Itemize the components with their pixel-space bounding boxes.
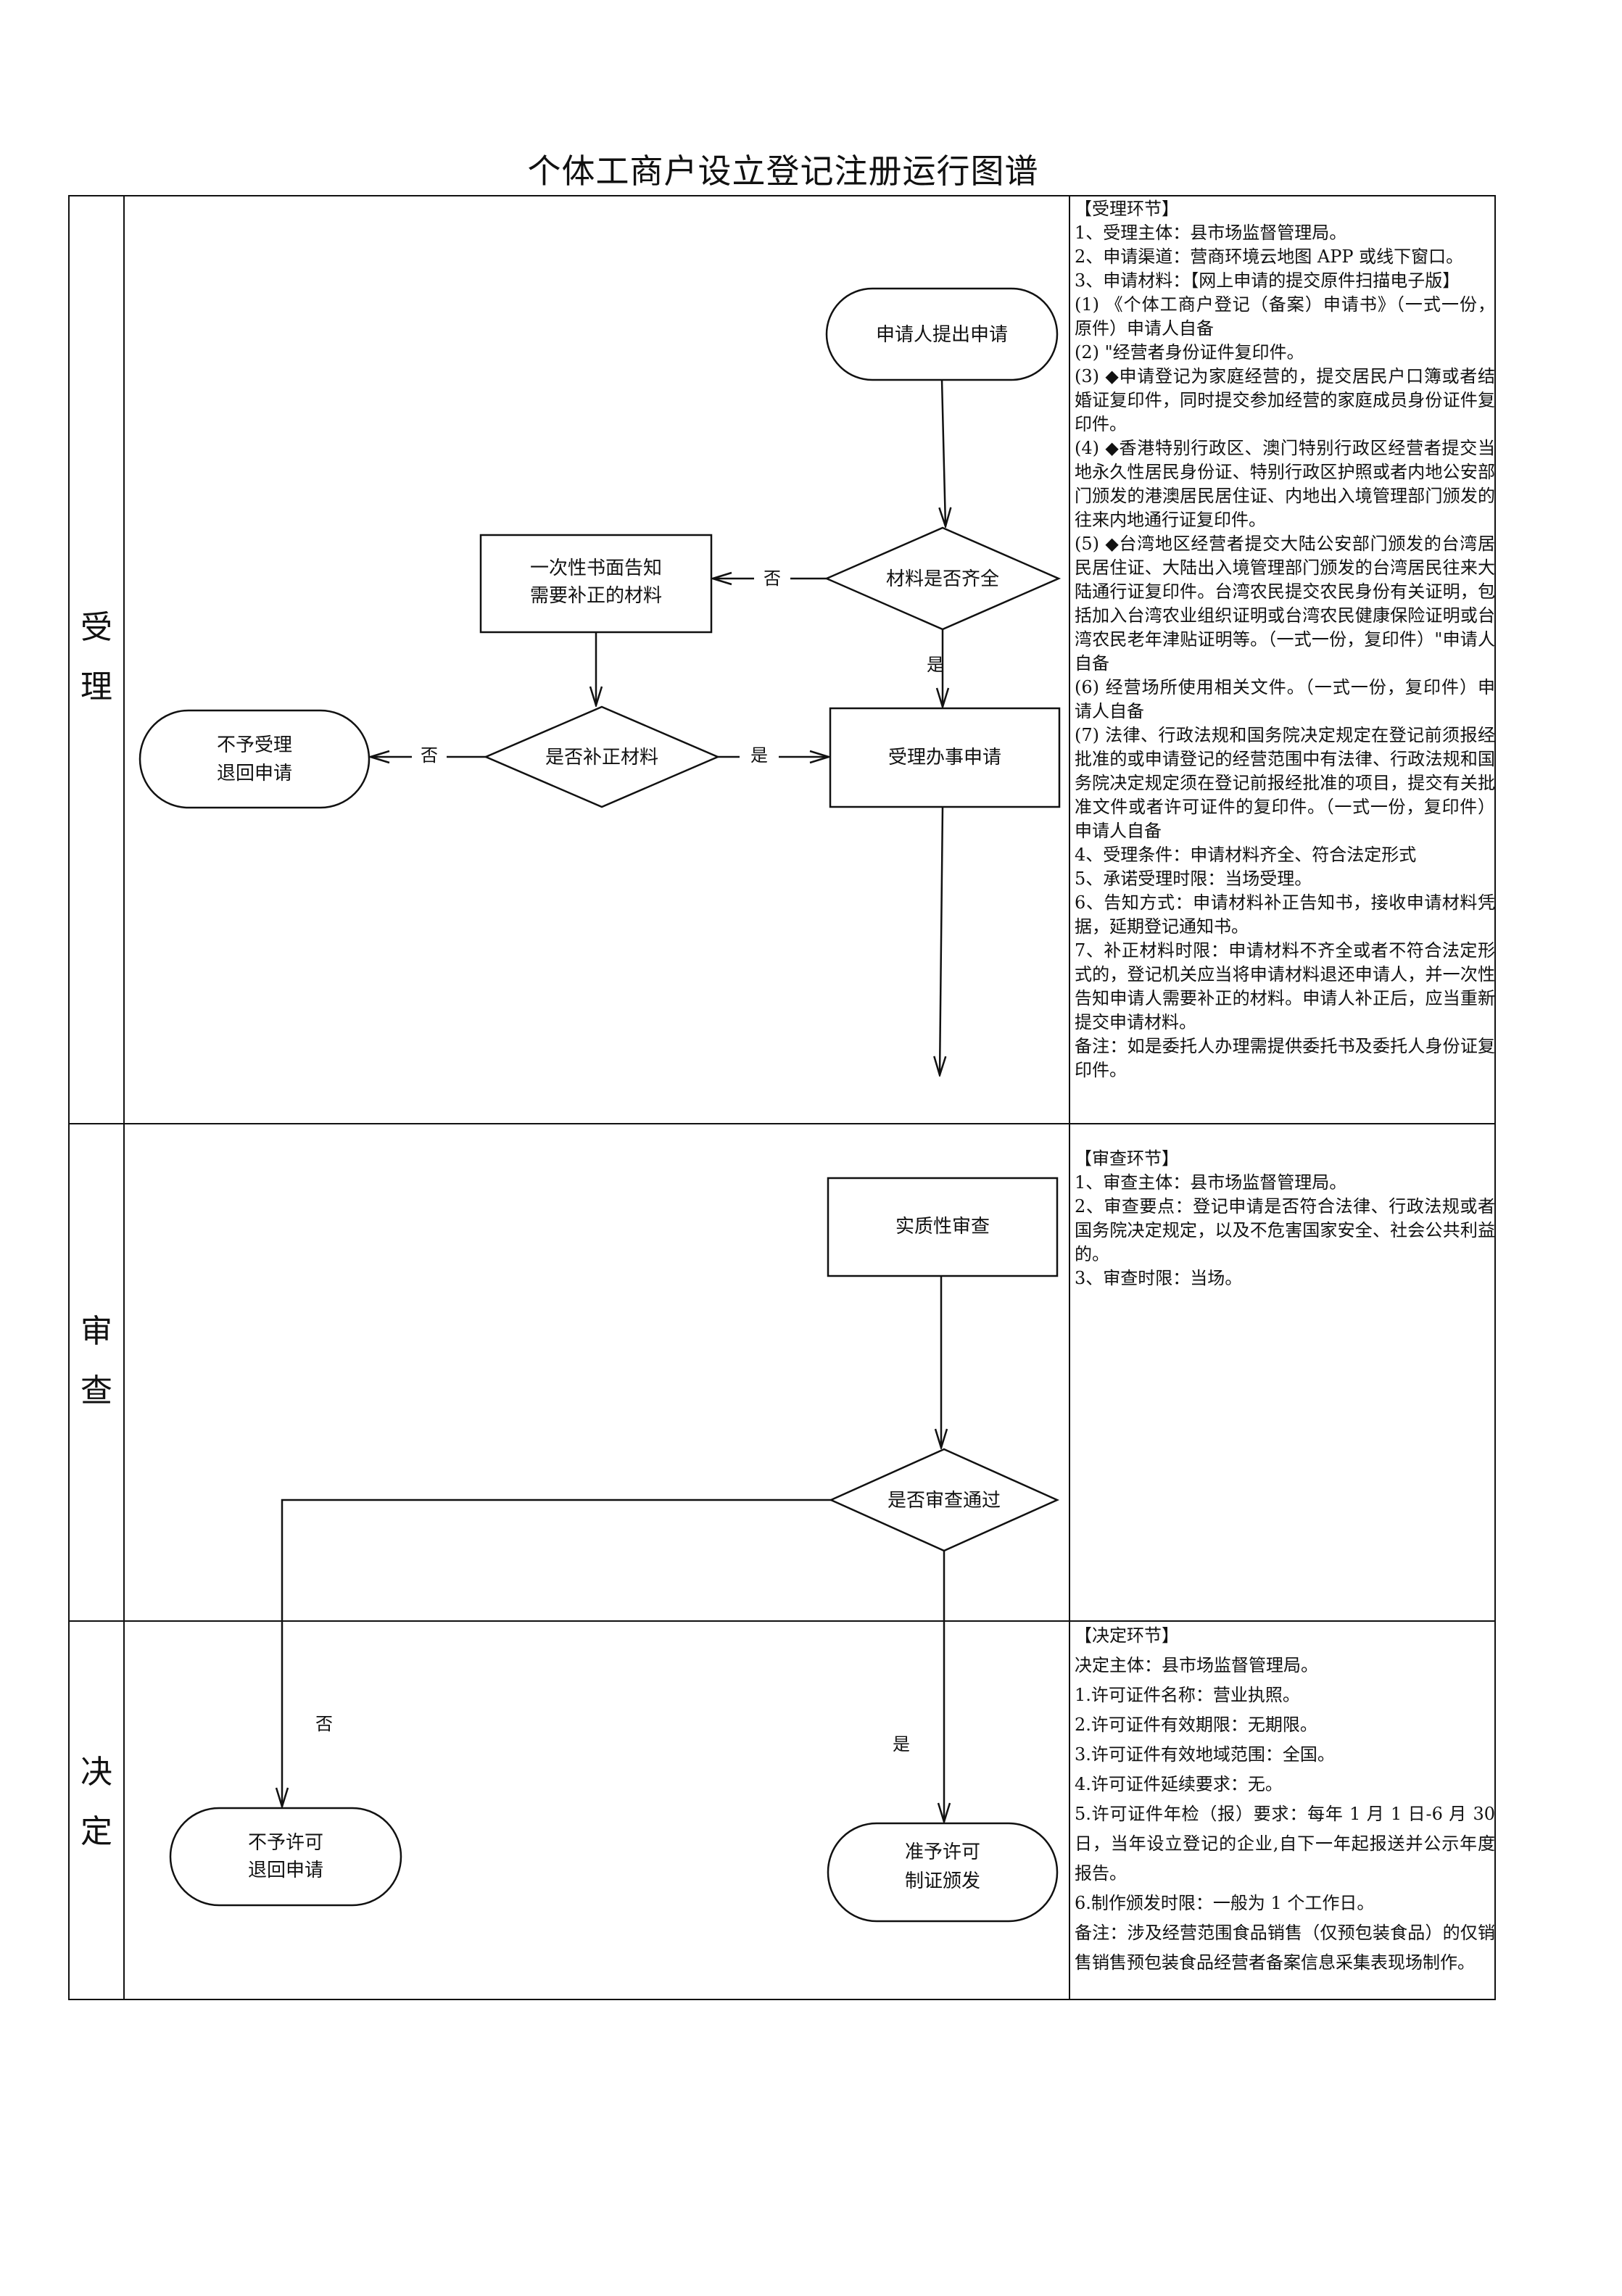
- notes-review: 【审查环节】 1、审查主体：县市场监督管理局。 2、审查要点：登记申请是否符合法…: [1075, 1147, 1495, 1290]
- edge-label-no-complete: 否: [764, 568, 781, 589]
- stage-decide-char-1: 决: [80, 1754, 112, 1791]
- edge-label-yes-supplement: 是: [750, 745, 768, 766]
- note-line: (1) 《个体工商户登记（备案）申请书》（一式一份，原件）申请人自备: [1075, 294, 1495, 339]
- note-line: 1、审查主体：县市场监督管理局。: [1075, 1172, 1347, 1193]
- note-line: 4.许可证件延续要求：无。: [1075, 1774, 1283, 1794]
- edge-label-yes-review: 是: [893, 1734, 910, 1754]
- grant-permit-line-1: 准予许可: [905, 1841, 980, 1863]
- check-supplement-label: 是否补正材料: [545, 747, 658, 768]
- accept-handle-label: 受理办事申请: [888, 747, 1001, 768]
- stage-decide-char-2: 定: [80, 1813, 112, 1850]
- note-line: (6) 经营场所使用相关文件。（一式一份，复印件）申请人自备: [1075, 677, 1495, 721]
- page-title: 个体工商户设立登记注册运行图谱: [527, 152, 1039, 191]
- note-line: (4) ◆香港特别行政区、澳门特别行政区经营者提交当地永久性居民身份证、特别行政…: [1075, 438, 1495, 530]
- edge-accept-down: [940, 806, 943, 1075]
- review-pass-label: 是否审查通过: [887, 1490, 1001, 1512]
- note-line: 【审查环节】: [1075, 1148, 1179, 1169]
- edge-label-no-review: 否: [315, 1714, 333, 1734]
- note-line: 7、补正材料时限：申请材料不齐全或者不符合法定形式的，登记机关应当将申请材料退还…: [1075, 940, 1495, 1032]
- stage-accept-char-1: 受: [80, 609, 112, 646]
- note-line: (2) "经营者身份证件复印件。: [1075, 342, 1304, 362]
- stage-decide: 决 定: [69, 1743, 124, 1862]
- note-line: 备注：涉及经营范围食品销售（仅预包装食品）的仅销售销售预包装食品经营者备案信息采…: [1075, 1923, 1495, 1973]
- start-label: 申请人提出申请: [876, 324, 1008, 346]
- notify-supplement-line-2: 需要补正的材料: [530, 585, 662, 607]
- stage-accept-char-2: 理: [80, 668, 112, 705]
- grant-permit-node: [827, 1822, 1059, 1923]
- note-line: 5、承诺受理时限：当场受理。: [1075, 869, 1312, 889]
- notes-accept: 【受理环节】 1、受理主体：县市场监督管理局。 2、申请渠道：营商环境云地图 A…: [1075, 197, 1495, 1082]
- note-line: 2、申请渠道：营商环境云地图 APP 或线下窗口。: [1075, 246, 1464, 267]
- notes-decide: 【决定环节】 决定主体：县市场监督管理局。 1.许可证件名称：营业执照。 2.许…: [1075, 1621, 1495, 1978]
- edge-start-to-check: [942, 379, 946, 526]
- note-line: (5) ◆台湾地区经营者提交大陆公安部门颁发的台湾居民居住证、大陆出入境管理部门…: [1075, 534, 1495, 674]
- note-line: 6、告知方式：申请材料补正告知书，接收申请材料凭据，延期登记通知书。: [1075, 892, 1495, 937]
- reject-accept-line-1: 不予受理: [217, 734, 292, 756]
- note-line: 5.许可证件年检（报）要求：每年 1 月 1 日-6 月 30 日，当年设立登记…: [1075, 1804, 1495, 1883]
- notify-supplement-line-1: 一次性书面告知: [530, 558, 662, 579]
- stage-accept: 受 理: [69, 598, 124, 717]
- note-line: 6.制作颁发时限：一般为 1 个工作日。: [1075, 1893, 1375, 1913]
- stage-review: 审 查: [69, 1302, 124, 1421]
- note-line: 【受理环节】: [1075, 199, 1179, 219]
- note-line: 1.许可证件名称：营业执照。: [1075, 1685, 1300, 1705]
- notify-supplement-box: [479, 534, 713, 634]
- edge-review-no: [282, 1499, 831, 1807]
- reject-accept-line-2: 退回申请: [217, 763, 292, 784]
- note-line: 3、申请材料：【网上申请的提交原件扫描电子版】: [1075, 270, 1460, 291]
- substantive-review-label: 实质性审查: [895, 1216, 990, 1238]
- edge-label-yes-complete: 是: [927, 655, 944, 675]
- note-line: 决定主体：县市场监督管理局。: [1075, 1655, 1318, 1675]
- note-line: 1、受理主体：县市场监督管理局。: [1075, 223, 1347, 243]
- stage-review-char-2: 查: [80, 1372, 112, 1409]
- check-supplement-diamond: [483, 705, 721, 808]
- note-line: 2.许可证件有效期限：无期限。: [1075, 1715, 1317, 1735]
- note-line: 备注：如是委托人办理需提供委托书及委托人身份证复印件。: [1075, 1036, 1495, 1080]
- stage-review-char-1: 审: [80, 1313, 112, 1350]
- note-line: 【决定环节】: [1075, 1625, 1179, 1646]
- note-line: 4、受理条件：申请材料齐全、符合法定形式: [1075, 845, 1417, 865]
- table-grid: [68, 195, 1496, 2000]
- grant-permit-line-2: 制证颁发: [905, 1870, 980, 1892]
- check-complete-label: 材料是否齐全: [886, 568, 999, 590]
- accept-handle-box: [829, 707, 1061, 808]
- note-line: 3、审查时限：当场。: [1075, 1268, 1243, 1288]
- deny-permit-line-1: 不予许可: [248, 1832, 323, 1854]
- deny-permit-node: [169, 1807, 402, 1907]
- deny-permit-line-2: 退回申请: [248, 1860, 323, 1881]
- reject-accept-node: [138, 709, 371, 809]
- note-line: 3.许可证件有效地域范围：全国。: [1075, 1744, 1335, 1765]
- note-line: (3) ◆申请登记为家庭经营的，提交居民户口簿或者结婚证复印件，同时提交参加经营…: [1075, 366, 1495, 434]
- note-line: 2、审查要点：登记申请是否符合法律、行政法规或者国务院决定规定，以及不危害国家安…: [1075, 1196, 1495, 1264]
- edge-label-no-supplement: 否: [421, 745, 438, 766]
- note-line: (7) 法律、行政法规和国务院决定规定在登记前须报经批准的或申请登记的经营范围中…: [1075, 725, 1495, 841]
- substantive-review-box: [827, 1177, 1059, 1277]
